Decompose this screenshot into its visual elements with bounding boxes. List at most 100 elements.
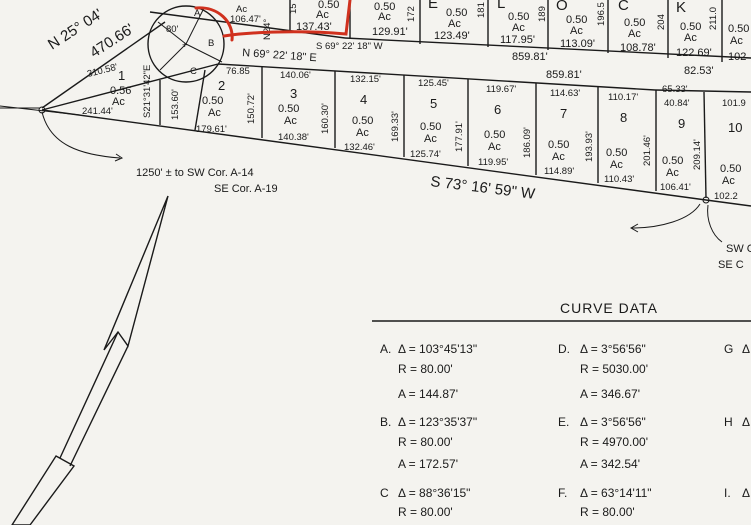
south-boundary-line [41, 109, 707, 201]
center-mark: + [182, 40, 188, 51]
north-arrow-shaft [69, 345, 129, 467]
tie-note-right-2: SE C [718, 259, 744, 271]
upper-lot-unit: Ac [316, 9, 329, 21]
upper-lot-side: 204 [656, 14, 667, 30]
lot-side-distance: 201.46' [642, 135, 653, 166]
curve-delta: Δ [742, 342, 750, 356]
upper-lot-area: 0.50 [624, 17, 645, 29]
lot-side-distance: 186.09' [522, 127, 533, 158]
lot-side-distance: 177.91' [454, 121, 465, 152]
upper-lot-front: 106.47' [230, 14, 261, 25]
curve-tie: 65.33' [662, 84, 688, 95]
lot-6: 6 0.50 Ac 119.67' 119.95' 177.91' [454, 84, 516, 168]
bottom-bearing: S 73° 16' 59" W [430, 173, 537, 203]
tie-arrow-arc [41, 111, 121, 159]
lot-area: 0.56 [110, 85, 131, 97]
lot-bottom-distance: 119.95' [478, 157, 508, 168]
upper-lot-unit: Ac [684, 32, 697, 44]
lot-unit: Ac [610, 159, 623, 171]
upper-lot-front: 137.43' [296, 21, 332, 33]
upper-lot-front: 108.78' [620, 42, 656, 54]
north-arrow-head [103, 195, 169, 351]
street-distance: 859.81' [546, 69, 582, 81]
upper-lot-side: 196.5 [596, 2, 607, 26]
lot-top-distance: 110.17' [608, 92, 638, 103]
lot-bottom-distance: 179.61' [196, 124, 227, 135]
curve-id: C [380, 486, 389, 500]
lot-bottom-distance: 132.46' [344, 142, 375, 153]
lot-number: 7 [560, 106, 567, 121]
lot-8: 8 0.50 Ac 110.17' 110.43' 193.93' [584, 92, 638, 185]
lot-unit: Ac [284, 115, 297, 127]
lot-unit: Ac [424, 133, 437, 145]
curve-arc: A = 172.57' [398, 457, 458, 471]
lot-bottom-distance: 125.74' [410, 149, 441, 160]
lot-area: 0.50 [484, 129, 505, 141]
upper-lot-front: 117.95' [500, 34, 535, 46]
lot-10: 10 0.50 Ac 101.9 102.2 209.14' [692, 98, 746, 202]
curve-arc: A = 346.67' [580, 387, 640, 401]
curve-arc: A = 342.54' [580, 457, 640, 471]
lot-1: 1 0.56 Ac 310.58' 241.44' S21°31'42"E [82, 62, 153, 118]
lot-area: 0.50 [548, 139, 569, 151]
lot-number: 2 [218, 78, 225, 93]
curve-arc: A = 144.87' [398, 387, 458, 401]
lot-side-distance: 160.30' [320, 103, 331, 134]
lot-side-distance: 153.60' [170, 89, 181, 120]
radius-label: 80' [166, 24, 179, 35]
curve-label-a: A [194, 8, 201, 19]
lot-top-distance: 76.85 [226, 66, 250, 77]
upper-lot-letter: E [428, 0, 438, 12]
upper-lot-front: 122.69' [676, 47, 712, 59]
upper-lot-unit: Ac [512, 22, 525, 34]
curve-data-table: CURVE DATA A. Δ = 103°45'13" R = 80.00' … [372, 300, 751, 519]
lot-area: 0.50 [202, 95, 223, 107]
upper-lot-area: 0.50 [318, 0, 339, 11]
lot-number: 6 [494, 102, 501, 117]
curve-radius: R = 4970.00' [580, 435, 648, 449]
upper-lot-side: N24° [262, 19, 273, 40]
lot-bottom-distance: 110.43' [604, 174, 634, 185]
upper-lot-area: 0.50 [566, 14, 587, 26]
upper-lot-letter: L [497, 0, 505, 12]
lot-number: 9 [678, 116, 685, 131]
lot-2: 2 0.50 Ac 76.85 179.61' 153.60' [170, 66, 250, 135]
upper-lot-letter: C [618, 0, 629, 14]
upper-lot-area: 0.50 [374, 1, 395, 13]
lot-top-distance: 140.06' [280, 70, 311, 81]
lot-top-distance: 119.67' [486, 84, 516, 95]
curve-delta: Δ = 3°56'56" [580, 415, 646, 429]
street-distance: 859.81' [512, 51, 548, 63]
upper-lot-unit: Ac [378, 11, 391, 23]
upper-lot-front: 102 [728, 51, 746, 63]
upper-street-line [149, 11, 346, 39]
lot-top-distance: 40.84' [664, 98, 690, 109]
lot-top-distance: 114.63' [550, 88, 580, 99]
curve-delta: Δ = 123°35'37" [398, 415, 477, 429]
lot-unit: Ac [488, 141, 501, 153]
curve-id: D. [558, 342, 570, 356]
inner-street-line-right [654, 89, 751, 93]
lot-side-distance: 193.93' [584, 131, 595, 162]
upper-lot-block: 106.47' Ac N24° 0.50 Ac 137.43' 15 0.50 … [149, 0, 751, 81]
lot-5: 5 0.50 Ac 125.45' 125.74' 169.33' [390, 78, 449, 160]
survey-point [702, 196, 710, 204]
north-arrow-tail [11, 455, 76, 525]
upper-lot-unit: Ac [628, 28, 641, 40]
curve-delta: Δ [742, 486, 750, 500]
curve-id: B. [380, 415, 391, 429]
lot1-north-line [41, 63, 219, 111]
arrowhead [114, 153, 124, 162]
lower-lot-block [0, 63, 751, 243]
lot-bottom-distance: 241.44' [82, 106, 113, 117]
lot-unit: Ac [356, 127, 369, 139]
curve-id: I. [724, 486, 731, 500]
lot-top-distance: 101.9 [722, 98, 746, 109]
north-arrow-icon [0, 107, 169, 525]
lot-unit: Ac [666, 167, 679, 179]
lot-area: 0.50 [352, 115, 373, 127]
lot-4: 4 0.50 Ac 132.15' 132.46' 160.30' [320, 74, 381, 153]
arrowhead [629, 223, 639, 233]
lot-bottom-distance: 106.41' [660, 182, 691, 193]
